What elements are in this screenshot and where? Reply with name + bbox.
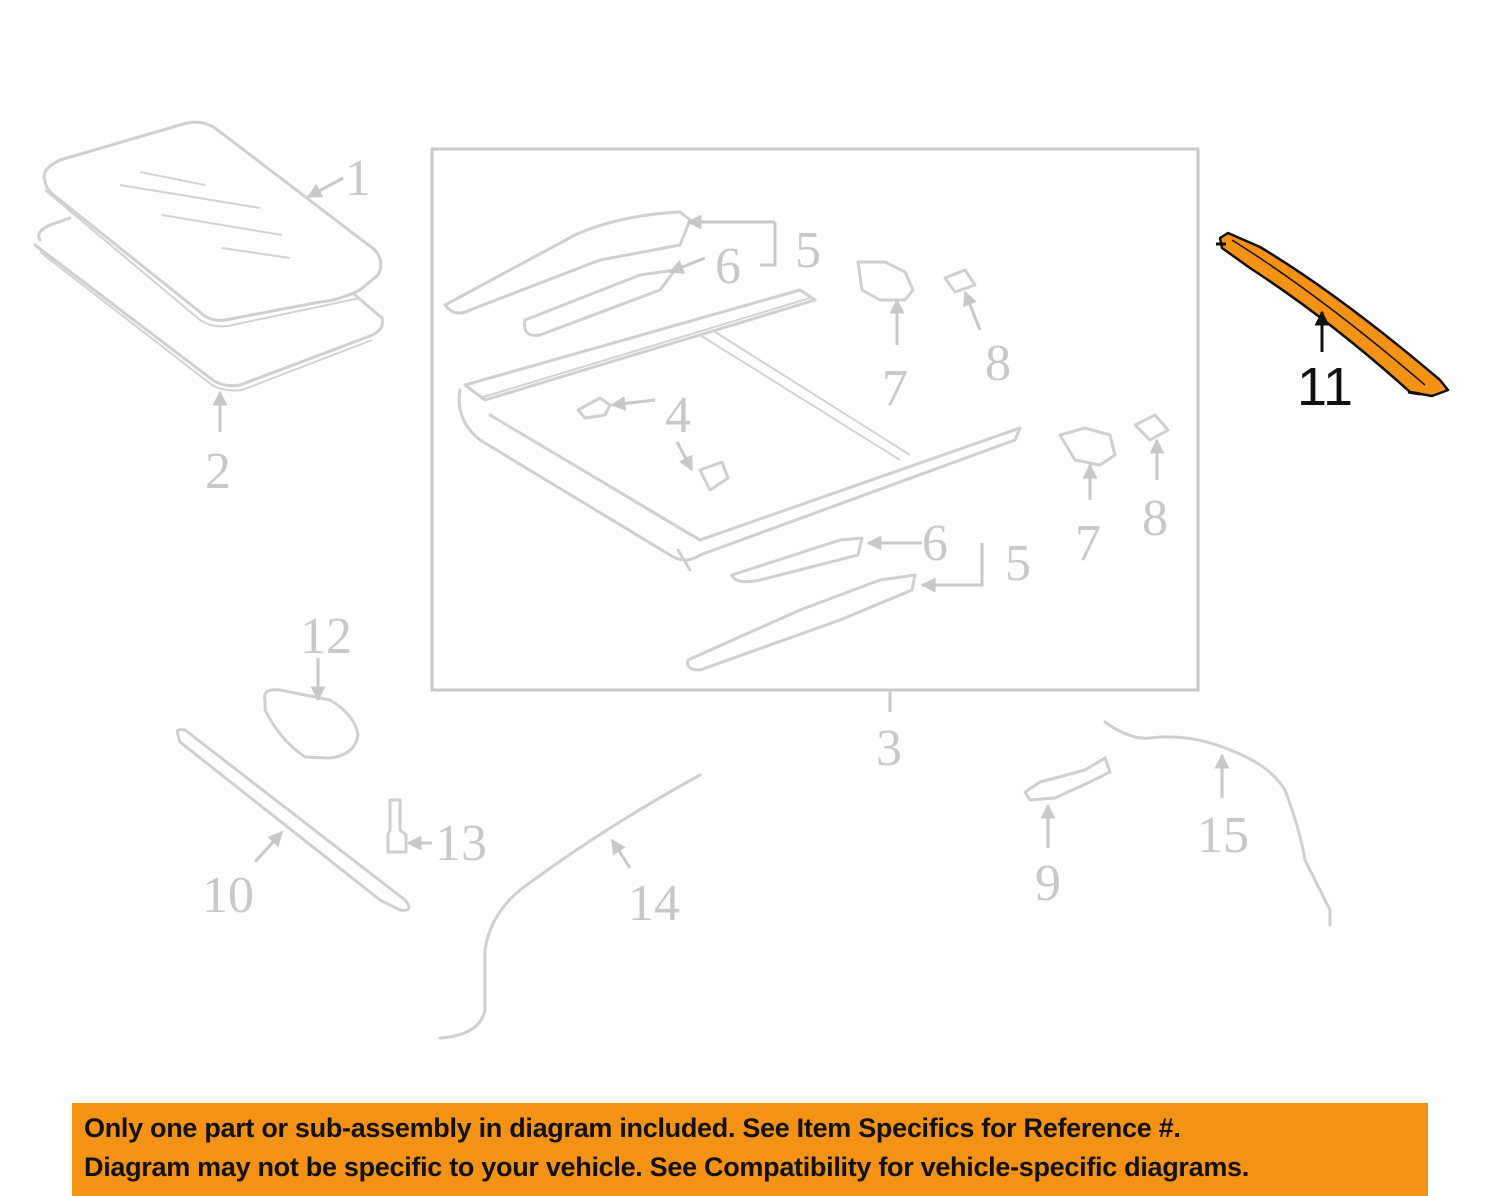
part-9-bracket bbox=[1023, 756, 1112, 802]
part-4-bolts bbox=[576, 396, 730, 492]
callout-15: 15 bbox=[1197, 807, 1249, 864]
disclaimer-banner: Only one part or sub-assembly in diagram… bbox=[72, 1103, 1428, 1196]
callout-1: 1 bbox=[345, 150, 371, 207]
part-3-assembly-box bbox=[430, 147, 1200, 692]
callout-12: 12 bbox=[300, 608, 352, 665]
callout-8-upper: 8 bbox=[985, 335, 1011, 392]
callout-4: 4 bbox=[665, 387, 691, 444]
banner-line-1: Only one part or sub-assembly in diagram… bbox=[84, 1113, 1181, 1143]
callout-14: 14 bbox=[628, 875, 680, 932]
part-5-6-lower-rails bbox=[686, 536, 917, 672]
part-13-bolt bbox=[386, 798, 408, 854]
part-14-cable bbox=[438, 773, 702, 1040]
callout-7-lower: 7 bbox=[1075, 515, 1101, 572]
part-7-lower bbox=[1058, 426, 1117, 467]
callout-2: 2 bbox=[205, 443, 231, 500]
callout-9: 9 bbox=[1035, 855, 1061, 912]
callout-8-lower: 8 bbox=[1142, 490, 1168, 547]
part-8-lower bbox=[1133, 413, 1170, 442]
callout-5-upper: 5 bbox=[795, 222, 821, 279]
part-12-clip bbox=[263, 688, 360, 760]
part-7-upper bbox=[856, 260, 915, 302]
part-15-cable bbox=[1103, 720, 1332, 927]
part-5-6-upper-rails bbox=[443, 210, 692, 337]
part-2-seal bbox=[33, 216, 384, 392]
callout-5-lower: 5 bbox=[1005, 535, 1031, 592]
callout-11: 11 bbox=[1297, 357, 1353, 417]
callout-3: 3 bbox=[876, 720, 902, 777]
part-1-glass-panel bbox=[42, 120, 383, 328]
part-8-upper bbox=[943, 268, 977, 294]
callout-10: 10 bbox=[202, 867, 254, 924]
banner-line-2: Diagram may not be specific to your vehi… bbox=[84, 1152, 1249, 1182]
callout-6-lower: 6 bbox=[922, 515, 948, 572]
part-10-strip bbox=[175, 728, 411, 912]
callout-13: 13 bbox=[435, 815, 487, 872]
callout-7-upper: 7 bbox=[882, 360, 908, 417]
callout-6-upper: 6 bbox=[715, 238, 741, 295]
part-11-highlighted-rail bbox=[1216, 231, 1450, 398]
sunroof-frame bbox=[457, 288, 1022, 572]
